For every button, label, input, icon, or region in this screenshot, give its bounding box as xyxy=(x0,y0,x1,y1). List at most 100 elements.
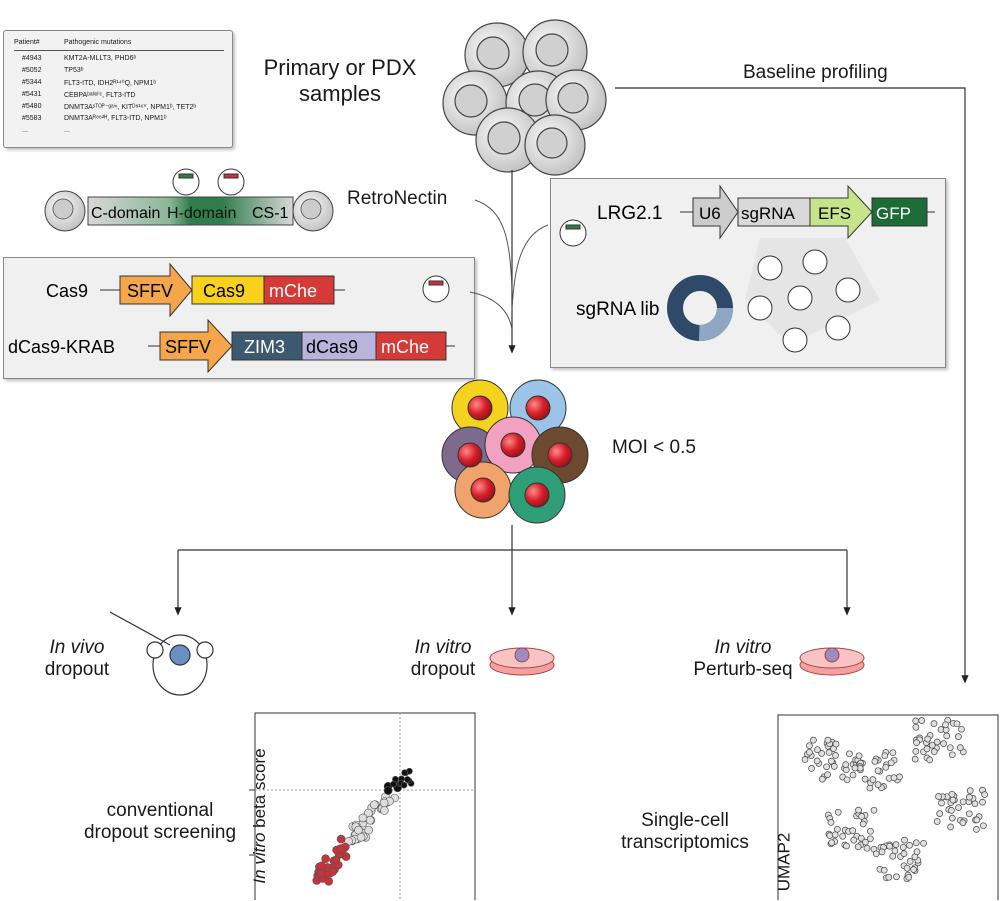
umap-dot xyxy=(940,740,947,747)
scatter-dot xyxy=(365,815,375,825)
svg-text:GFP: GFP xyxy=(876,204,911,223)
umap-dot xyxy=(831,831,839,839)
invitro-dropout-label: In vitro dropout xyxy=(410,637,476,680)
umap-dot xyxy=(813,757,821,765)
umap-dot xyxy=(824,771,831,778)
umap-dot xyxy=(920,839,927,847)
umap-dot xyxy=(942,721,949,729)
samples-label: Primary or PDX samples xyxy=(263,55,417,106)
umap-dot xyxy=(896,773,903,781)
umap-dot xyxy=(849,827,857,834)
umap-dot xyxy=(973,826,980,833)
umap-dot xyxy=(912,723,920,731)
patient-header: Patient# xyxy=(14,39,40,46)
table-header: Patient# Pathogenic mutations xyxy=(14,39,224,51)
umap-dot xyxy=(869,776,877,783)
scatter-dot xyxy=(321,854,330,864)
scatter-dot xyxy=(379,798,389,808)
umap-dot xyxy=(947,823,954,831)
umap-dot xyxy=(818,750,826,757)
umap-dot xyxy=(955,733,962,740)
cas9-construct: SFFV Cas9 mChe xyxy=(100,262,345,318)
scatter-dot xyxy=(380,806,389,815)
umap-dot xyxy=(849,771,857,779)
umap-dot xyxy=(981,791,988,798)
scatter-dot xyxy=(404,776,411,783)
umap-dot xyxy=(859,820,867,828)
umap-dot xyxy=(851,764,859,772)
umap-dot xyxy=(810,736,817,744)
umap-dot xyxy=(890,774,898,782)
umap-dot xyxy=(828,757,835,765)
scatter-dot xyxy=(354,825,363,835)
umap-dot xyxy=(955,804,962,811)
baseline-profiling-label: Baseline profiling xyxy=(743,62,888,83)
svg-text:ZIM3: ZIM3 xyxy=(244,337,285,357)
scatter-dot xyxy=(383,786,393,795)
svg-text:mChe: mChe xyxy=(381,337,429,357)
scatter-dot xyxy=(316,869,326,879)
umap-dot xyxy=(882,763,890,771)
scatter-dot xyxy=(390,780,397,788)
petri-dish-icon xyxy=(489,647,555,676)
mutations-header: Pathogenic mutations xyxy=(64,39,132,46)
umap-dot xyxy=(861,775,869,783)
umap-dot xyxy=(832,752,839,759)
umap-dot xyxy=(846,750,853,758)
umap-dot xyxy=(823,763,830,771)
umap-dot xyxy=(850,836,858,844)
umap-dot xyxy=(953,720,961,728)
umap-dot xyxy=(857,834,865,842)
invivo-label: In vivo dropout xyxy=(44,637,110,680)
umap-dot xyxy=(878,848,886,856)
umap-dot xyxy=(832,740,840,748)
perturb-seq-label: In vitro Perturb-seq xyxy=(693,637,793,680)
umap-dot xyxy=(924,735,932,743)
sgrna-lib-donut xyxy=(667,275,733,341)
beta-score-scatter xyxy=(249,712,476,900)
umap-dot xyxy=(958,725,965,733)
umap-dot xyxy=(943,732,951,740)
conventional-screening-label: conventional dropout screening xyxy=(83,800,237,843)
umap-dot xyxy=(827,819,835,826)
svg-text:U6: U6 xyxy=(699,204,721,223)
umap-dot xyxy=(913,739,920,746)
umap-dot xyxy=(808,765,815,772)
umap-dot xyxy=(843,776,851,784)
vector-label: LRG2.1 xyxy=(597,203,662,224)
umap-dot xyxy=(842,761,850,768)
umap-plot xyxy=(777,714,999,900)
umap-dot xyxy=(871,758,879,765)
umap-dot xyxy=(923,745,931,753)
cas9-label: Cas9 xyxy=(46,281,88,301)
umap-dot xyxy=(814,746,821,754)
umap-dot xyxy=(973,816,981,824)
petri-dish-icon xyxy=(799,647,865,676)
umap-dot xyxy=(949,796,957,804)
umap-dot xyxy=(906,858,914,865)
scatter-dot xyxy=(333,860,343,870)
umap-dot xyxy=(806,742,813,750)
umap-dot xyxy=(901,836,908,844)
svg-text:sgRNA: sgRNA xyxy=(741,204,796,223)
umap-dot xyxy=(979,798,986,806)
umap-dot xyxy=(828,839,836,847)
umap-dot xyxy=(948,751,956,759)
umap-dot xyxy=(899,843,907,851)
umap-dot xyxy=(935,793,942,800)
umap-dot xyxy=(926,756,934,764)
umap-dot xyxy=(885,873,893,881)
umap-dot xyxy=(874,781,882,788)
umap-dot xyxy=(912,839,920,847)
umap-dot xyxy=(854,843,862,851)
primary-cells-icon xyxy=(442,19,607,176)
scatter-dot xyxy=(364,825,373,835)
umap-dot xyxy=(930,748,938,755)
scatter-dot xyxy=(336,844,346,853)
umap-dot xyxy=(905,873,913,881)
umap-dot xyxy=(928,741,936,749)
umap-dot xyxy=(930,720,938,727)
